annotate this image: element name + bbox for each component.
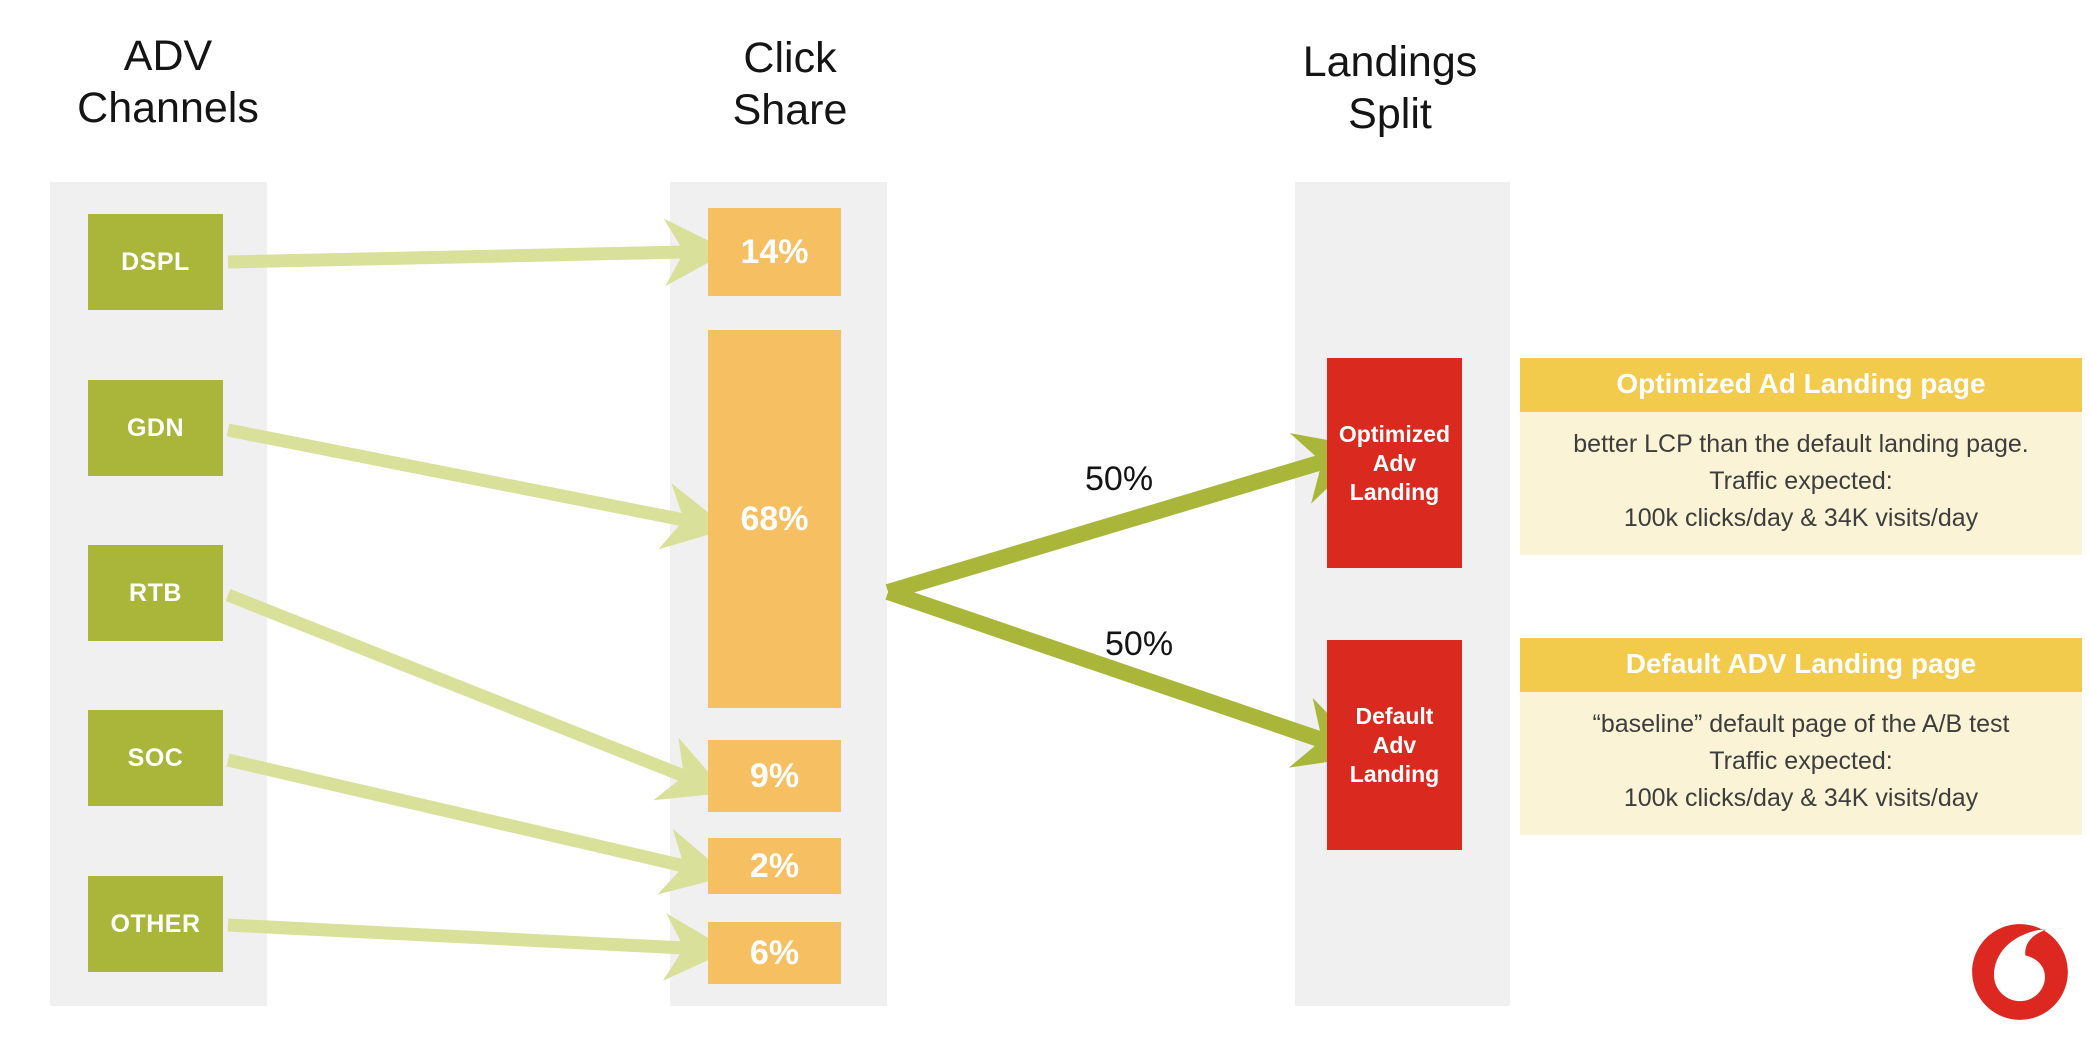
adv-channel-box-dspl[interactable]: DSPL	[88, 214, 223, 310]
click-share-bar-2[interactable]: 2%	[708, 838, 841, 894]
vodafone-speechmark-logo-icon	[1972, 924, 2068, 1020]
adv-channel-box-soc[interactable]: SOC	[88, 710, 223, 806]
click-share-bar-6[interactable]: 6%	[708, 922, 841, 984]
info-card-default-heading: Default ADV Landing page	[1520, 638, 2082, 692]
column-title-click-share: Click Share	[732, 34, 848, 134]
split-label-optimized: 50%	[1085, 460, 1154, 498]
adv-channel-box-rtb[interactable]: RTB	[88, 545, 223, 641]
column-title-adv-channels: ADV Channels	[77, 32, 259, 132]
info-card-optimized-heading: Optimized Ad Landing page	[1520, 358, 2082, 412]
landing-box-optimized[interactable]: Optimized Adv Landing	[1327, 358, 1462, 568]
info-card-optimized-body: better LCP than the default landing page…	[1573, 430, 2029, 532]
column-title-landings-split: Landings Split	[1302, 38, 1478, 138]
info-card-default-landing: Default ADV Landing page “baseline” defa…	[1520, 638, 2082, 835]
landing-box-default[interactable]: Default Adv Landing	[1327, 640, 1462, 850]
split-label-default: 50%	[1105, 625, 1174, 663]
click-share-bar-14[interactable]: 14%	[708, 208, 841, 296]
panel-landings	[1295, 182, 1510, 1006]
info-card-default-body: “baseline” default page of the A/B test …	[1592, 710, 2010, 812]
info-card-optimized-landing: Optimized Ad Landing page better LCP tha…	[1520, 358, 2082, 555]
adv-channel-box-gdn[interactable]: GDN	[88, 380, 223, 476]
adv-channel-box-other[interactable]: OTHER	[88, 876, 223, 972]
click-share-bar-68[interactable]: 68%	[708, 330, 841, 708]
click-share-bar-9[interactable]: 9%	[708, 740, 841, 812]
